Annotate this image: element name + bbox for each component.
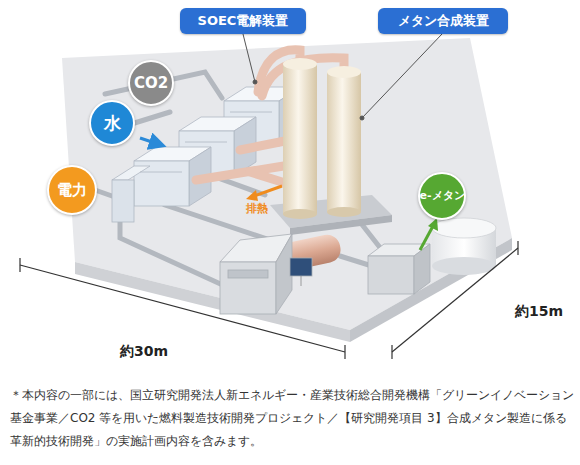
soec-units [112, 180, 134, 222]
input-circle: 電力 [47, 165, 97, 215]
flow-arrows [140, 138, 438, 250]
compressor-box [368, 244, 430, 294]
flow-arrows [140, 138, 158, 144]
methanation-towers [283, 209, 317, 219]
dimension-label: 約30m [120, 342, 190, 360]
hot-pipes [196, 50, 344, 182]
control-panel [220, 234, 312, 314]
methanation-towers [327, 72, 361, 212]
dimension-lines [20, 265, 345, 352]
leader-lines [243, 34, 442, 120]
methanation-towers [327, 66, 361, 78]
leader-lines [360, 116, 364, 120]
leader-lines [243, 34, 255, 82]
floor-pipes [95, 190, 112, 196]
methanation-towers [283, 64, 317, 214]
floor-slab [62, 38, 512, 342]
leader-lines [253, 80, 257, 84]
emethane-tank [432, 257, 496, 275]
node-text: メタン合成装置 [398, 14, 489, 28]
node-text: SOEC電解装置 [198, 14, 289, 28]
leader-lines [362, 34, 442, 118]
soec-units [112, 87, 301, 222]
emethane-tank [432, 218, 496, 275]
flow-arrows [428, 218, 438, 231]
hot-pipes [240, 140, 290, 150]
methanation-towers [283, 58, 317, 70]
soec-units [230, 112, 272, 113]
flow-arrows [254, 186, 282, 196]
methanation-towers [327, 207, 361, 217]
flow-arrows [420, 226, 433, 250]
floor-pipes [95, 72, 385, 292]
node-text: 水 [104, 114, 121, 133]
dimension-lines [517, 241, 518, 255]
dimension-lines [344, 345, 345, 359]
soec-units [140, 172, 182, 173]
flow-arrows [246, 190, 258, 201]
emethane-tank [432, 218, 496, 238]
dimension-lines [392, 248, 518, 352]
dimension-lines [20, 241, 518, 359]
hot-pipes [250, 172, 282, 182]
node-text: CO2 [134, 75, 168, 92]
input-circle: 水 [89, 100, 135, 146]
methanation-towers [283, 58, 361, 219]
output-circle: e-メタン [418, 172, 466, 220]
floor-pipes [340, 256, 372, 266]
compressor-box [368, 256, 414, 294]
compressor-box [414, 244, 430, 294]
input-circle: CO2 [128, 60, 174, 106]
soec-units [185, 142, 227, 143]
control-panel [290, 258, 312, 276]
callout-box: SOEC電解装置 [180, 8, 306, 34]
control-panel [220, 262, 276, 314]
node-text: 電力 [57, 182, 87, 199]
soec-units [112, 166, 150, 180]
callout-box: メタン合成装置 [378, 8, 508, 34]
control-panel [301, 276, 302, 286]
control-panel [228, 270, 268, 278]
heat-label: 排熱 [246, 202, 286, 216]
footnote: ＊本内容の一部には、国立研究開発法人新エネルギー・産業技術総合開発機構「グリーン… [10, 384, 574, 453]
dimension-label: 約15m [515, 302, 577, 320]
node-text: e-メタン [419, 190, 464, 202]
